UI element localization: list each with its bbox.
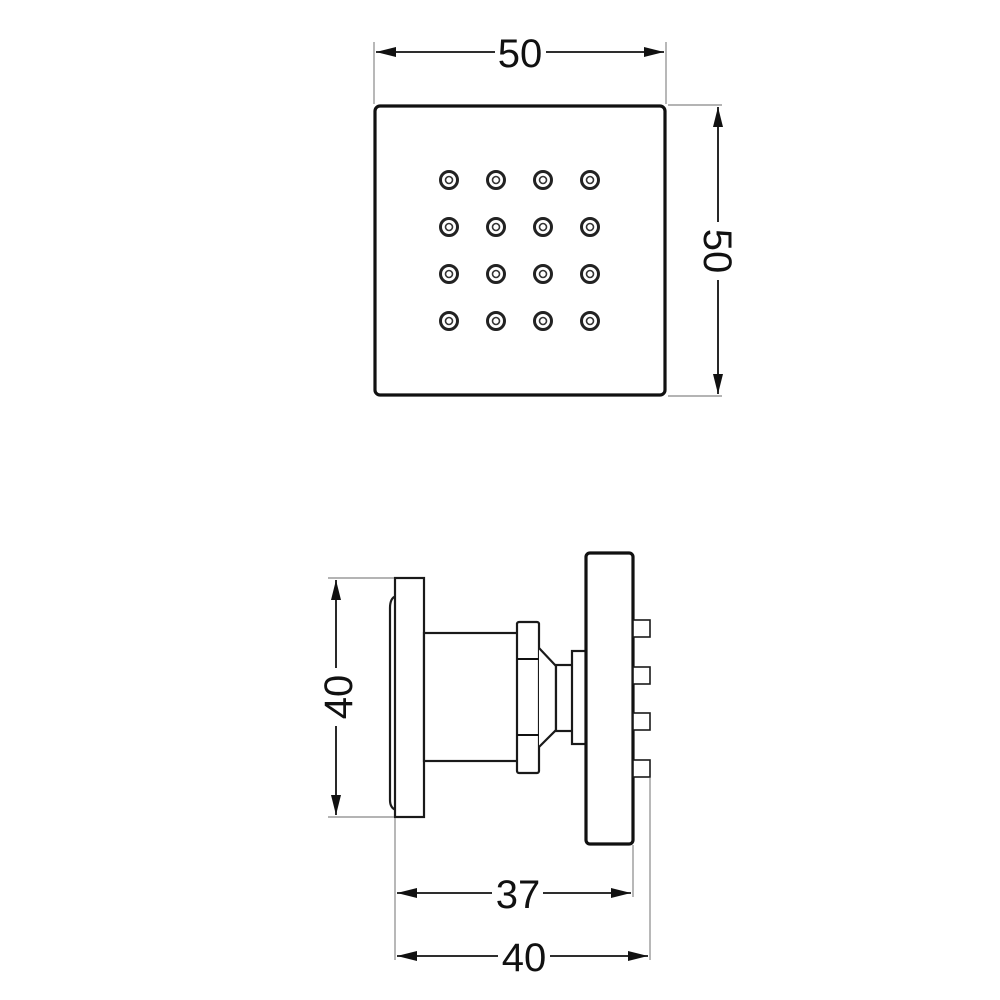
side-height-dimension: 40 [317, 577, 394, 818]
cone-connector [538, 647, 558, 748]
nozzle-hole [444, 269, 454, 279]
nozzle-hole [585, 222, 595, 232]
nozzle-hole [538, 222, 548, 232]
nozzle-hole [491, 316, 501, 326]
washer [570, 649, 588, 746]
width-dimension: 50 [373, 32, 667, 104]
nozzle-hole [538, 269, 548, 279]
front-view: 50 50 [373, 32, 739, 397]
hex-nut [515, 620, 541, 775]
side-pins [632, 619, 651, 778]
nozzle-hole [538, 175, 548, 185]
height-dimension: 50 [668, 104, 739, 397]
side-faceplate [584, 551, 635, 846]
depth-total-dimension: 40 [397, 936, 648, 980]
neck [554, 663, 575, 733]
nozzle-hole [538, 316, 548, 326]
depth-inner-label: 37 [496, 873, 541, 917]
nozzle-hole [444, 316, 454, 326]
nozzle-hole [491, 175, 501, 185]
depth-inner-dimension: 37 [397, 873, 631, 917]
nozzle-hole [585, 175, 595, 185]
depth-total-label: 40 [502, 936, 547, 980]
body-cylinder [422, 631, 520, 763]
nozzle-hole [491, 269, 501, 279]
side-view: 40 37 40 [317, 551, 651, 980]
nozzle-grid [439, 170, 600, 331]
nozzle-hole [585, 316, 595, 326]
nozzle-hole [585, 269, 595, 279]
width-label: 50 [498, 32, 543, 76]
nozzle-hole [444, 175, 454, 185]
nozzle-hole [491, 222, 501, 232]
height-label: 50 [695, 229, 739, 274]
front-faceplate [373, 104, 667, 397]
nozzle-hole [444, 222, 454, 232]
wall-flange [393, 576, 426, 819]
side-height-label: 40 [317, 675, 361, 720]
